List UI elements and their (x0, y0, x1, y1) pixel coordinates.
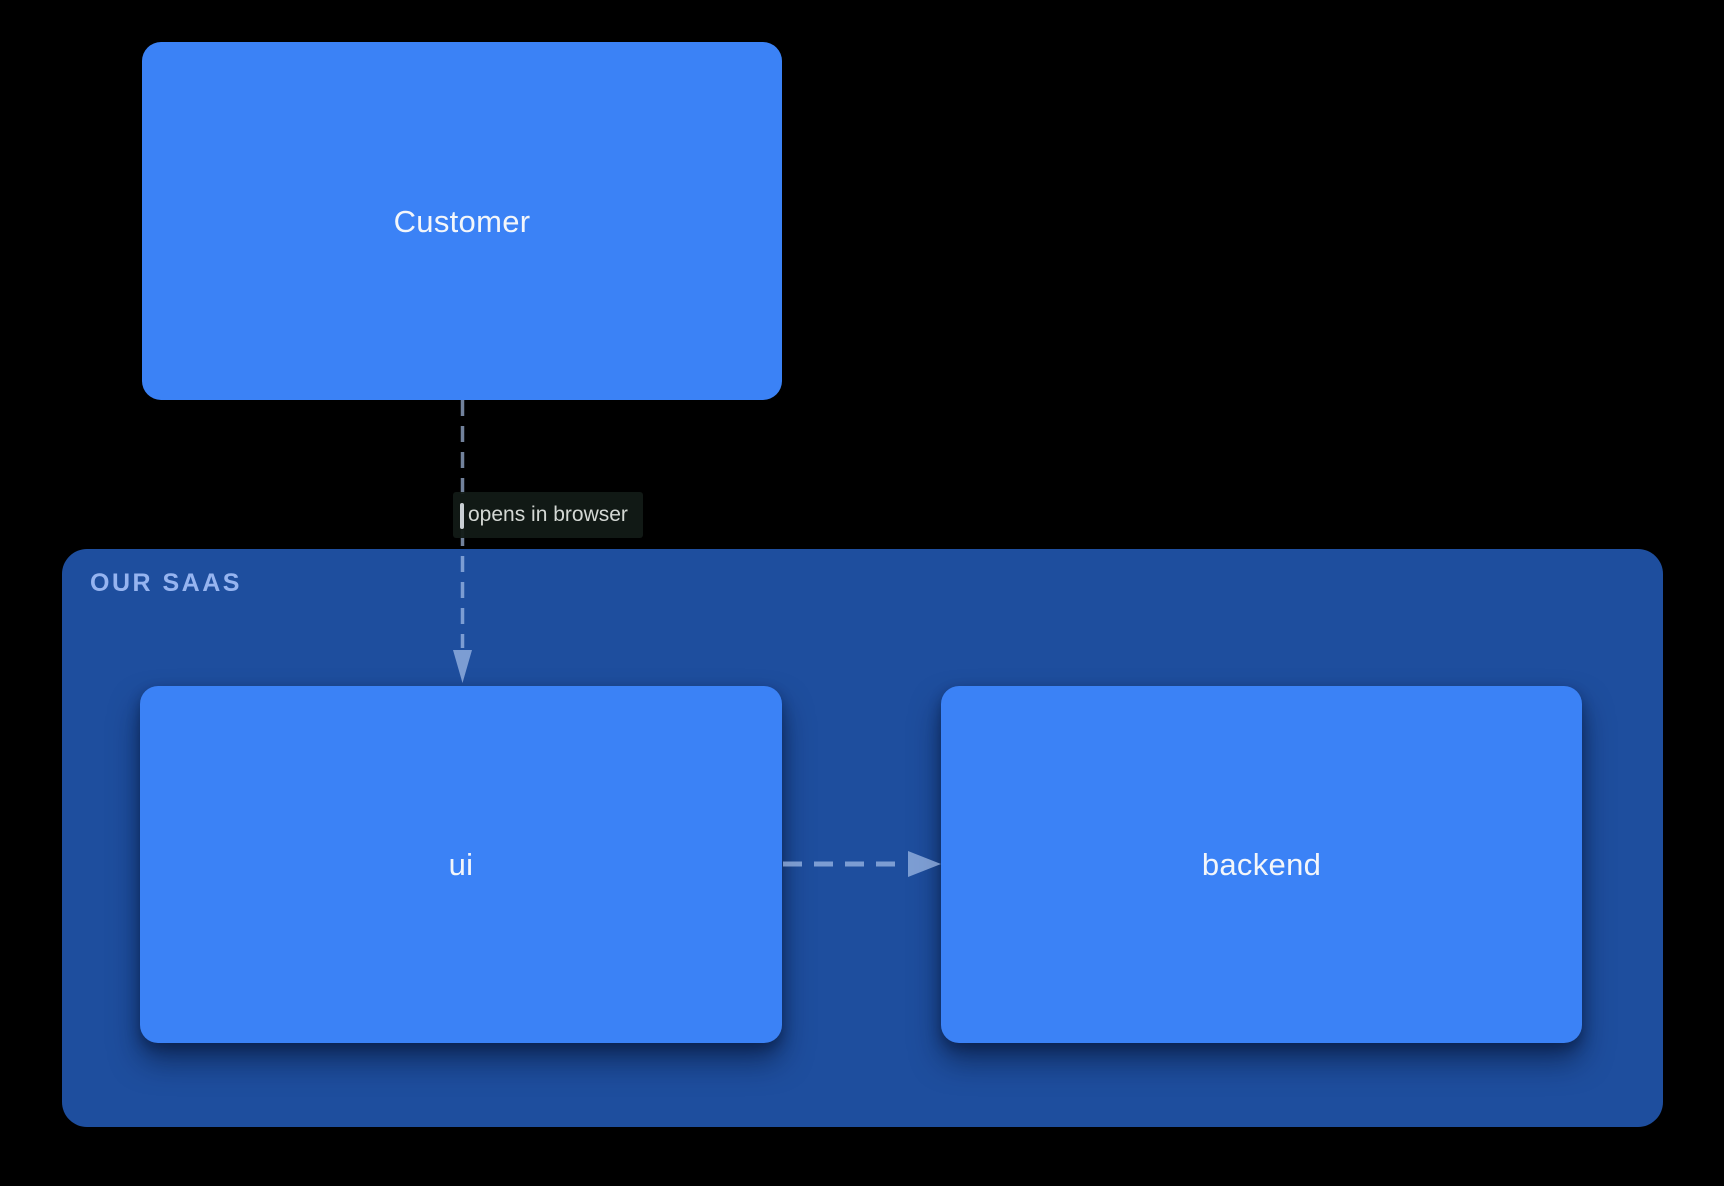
node-ui-label: ui (448, 847, 474, 882)
node-backend: backend (941, 686, 1582, 1043)
edge-dash-over-label (460, 503, 464, 529)
container-our-saas-label: OUR SAAS (90, 569, 242, 597)
node-customer-label: Customer (393, 203, 531, 239)
node-ui: ui (140, 686, 782, 1043)
container-our-saas: OUR SAAS ui backend (62, 549, 1663, 1127)
edge-label-opens-in-browser: opens in browser (453, 492, 643, 539)
node-backend-label: backend (1201, 847, 1322, 882)
node-customer: Customer (142, 42, 782, 400)
